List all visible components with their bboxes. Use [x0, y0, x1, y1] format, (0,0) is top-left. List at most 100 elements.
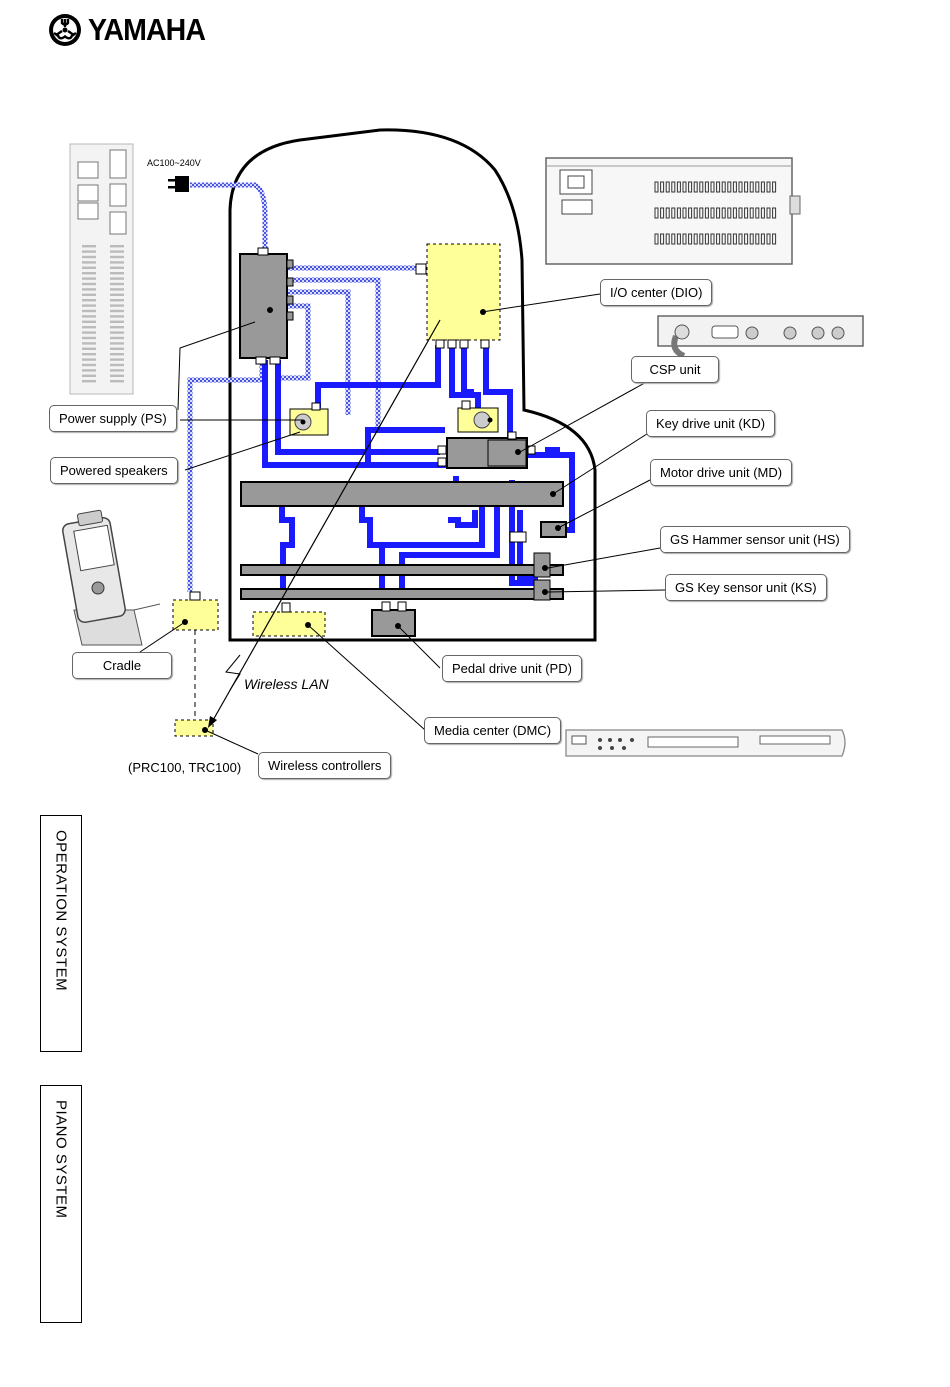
- vent-slot: [82, 304, 96, 307]
- vent-slot: [82, 299, 96, 302]
- vent-slot: [82, 374, 96, 377]
- yamaha-logo: YAMAHA: [48, 10, 218, 50]
- vent-slot: [82, 261, 96, 264]
- vent-slot: [82, 266, 96, 269]
- dio-port: [699, 181, 704, 193]
- power-supply-panel-image: [69, 143, 134, 395]
- power-supply-unit: [239, 253, 288, 359]
- dio-port: [665, 207, 670, 219]
- vent-slot: [110, 299, 124, 302]
- vent-slot: [110, 342, 124, 345]
- vent-slot: [82, 277, 96, 280]
- dio-port: [676, 181, 681, 193]
- vent-slot: [82, 380, 96, 383]
- brand-name: YAMAHA: [88, 12, 206, 47]
- dio-port: [755, 181, 760, 193]
- dio-port: [671, 207, 676, 219]
- vent-slot: [82, 288, 96, 291]
- pedal-drive-unit: [371, 609, 416, 637]
- callout-key-sensor: GS Key sensor unit (KS): [665, 574, 827, 601]
- ac-plug-icon: [168, 176, 189, 192]
- dio-port: [716, 233, 721, 245]
- vent-slot: [82, 282, 96, 286]
- vent-slot: [82, 363, 96, 367]
- media-center-image: [565, 729, 846, 757]
- powered-speaker-right: [457, 400, 499, 433]
- dio-port: [693, 181, 698, 193]
- dio-port: [721, 181, 726, 193]
- dio-port: [665, 233, 670, 245]
- dio-port: [665, 181, 670, 193]
- vent-slot: [82, 369, 96, 372]
- vent-slot: [110, 369, 124, 372]
- callout-motor-drive: Motor drive unit (MD): [650, 459, 793, 486]
- dio-port: [749, 207, 754, 219]
- tuning-forks-emblem-icon: [49, 14, 81, 46]
- handheld-controller-image: [62, 509, 161, 646]
- vent-slot: [110, 261, 124, 264]
- callout-csp-unit: CSP unit: [631, 356, 719, 383]
- piano-system-label: PIANO SYSTEM: [52, 1100, 70, 1219]
- dio-port: [744, 207, 749, 219]
- piano-system-tab: PIANO SYSTEM: [40, 1085, 82, 1323]
- vent-slot: [110, 358, 124, 361]
- powered-speaker-left: [289, 402, 329, 436]
- callout-hammer-sensor: GS Hammer sensor unit (HS): [660, 526, 850, 553]
- ac-voltage-label: AC100~240V: [147, 158, 201, 168]
- motor-drive-unit: [540, 521, 567, 538]
- dio-port: [676, 207, 681, 219]
- io-center-unit: [426, 243, 501, 341]
- key-drive-bar: [240, 481, 564, 507]
- vent-slot: [110, 326, 124, 329]
- dio-port: [710, 181, 715, 193]
- callout-powered-speakers: Powered speakers: [50, 457, 178, 484]
- dio-port: [755, 233, 760, 245]
- vent-slot: [110, 331, 124, 334]
- vent-slot: [82, 272, 96, 275]
- vent-slot: [110, 304, 124, 307]
- operation-system-label: OPERATION SYSTEM: [52, 830, 70, 992]
- vent-slot: [110, 282, 124, 286]
- vent-slot: [110, 277, 124, 280]
- dio-port: [699, 233, 704, 245]
- vent-slot: [110, 293, 124, 296]
- dio-port: [710, 207, 715, 219]
- dio-port: [760, 181, 765, 193]
- dio-port: [671, 233, 676, 245]
- vent-slot: [110, 363, 124, 367]
- vent-slot: [110, 266, 124, 269]
- vent-slot: [110, 347, 124, 350]
- dio-port: [760, 233, 765, 245]
- vent-slot: [110, 255, 124, 259]
- key-sensor-bar: [240, 588, 564, 600]
- dio-port: [738, 207, 743, 219]
- vent-slot: [110, 315, 124, 318]
- vent-slot: [82, 342, 96, 345]
- dio-port: [738, 181, 743, 193]
- hammer-sensor-bar: [240, 564, 564, 576]
- dio-port: [721, 233, 726, 245]
- dio-port: [727, 233, 732, 245]
- dio-port: [721, 207, 726, 219]
- vent-slot: [82, 293, 96, 296]
- dio-port: [772, 181, 777, 193]
- dio-port: [654, 233, 659, 245]
- vent-slot: [82, 245, 96, 248]
- dio-port: [716, 207, 721, 219]
- vent-slot: [82, 347, 96, 350]
- io-center-image: [545, 157, 801, 265]
- dio-port: [732, 207, 737, 219]
- dio-port: [755, 207, 760, 219]
- dio-port: [682, 233, 687, 245]
- vent-slot: [82, 336, 96, 340]
- dio-port: [732, 233, 737, 245]
- dio-port: [710, 233, 715, 245]
- dio-port: [766, 207, 771, 219]
- vent-slot: [110, 309, 124, 313]
- wireless-controller-unit: [174, 719, 214, 737]
- vent-slot: [82, 315, 96, 318]
- dio-port: [744, 181, 749, 193]
- dio-port: [660, 207, 665, 219]
- system-diagram: [62, 128, 864, 757]
- dio-port: [682, 207, 687, 219]
